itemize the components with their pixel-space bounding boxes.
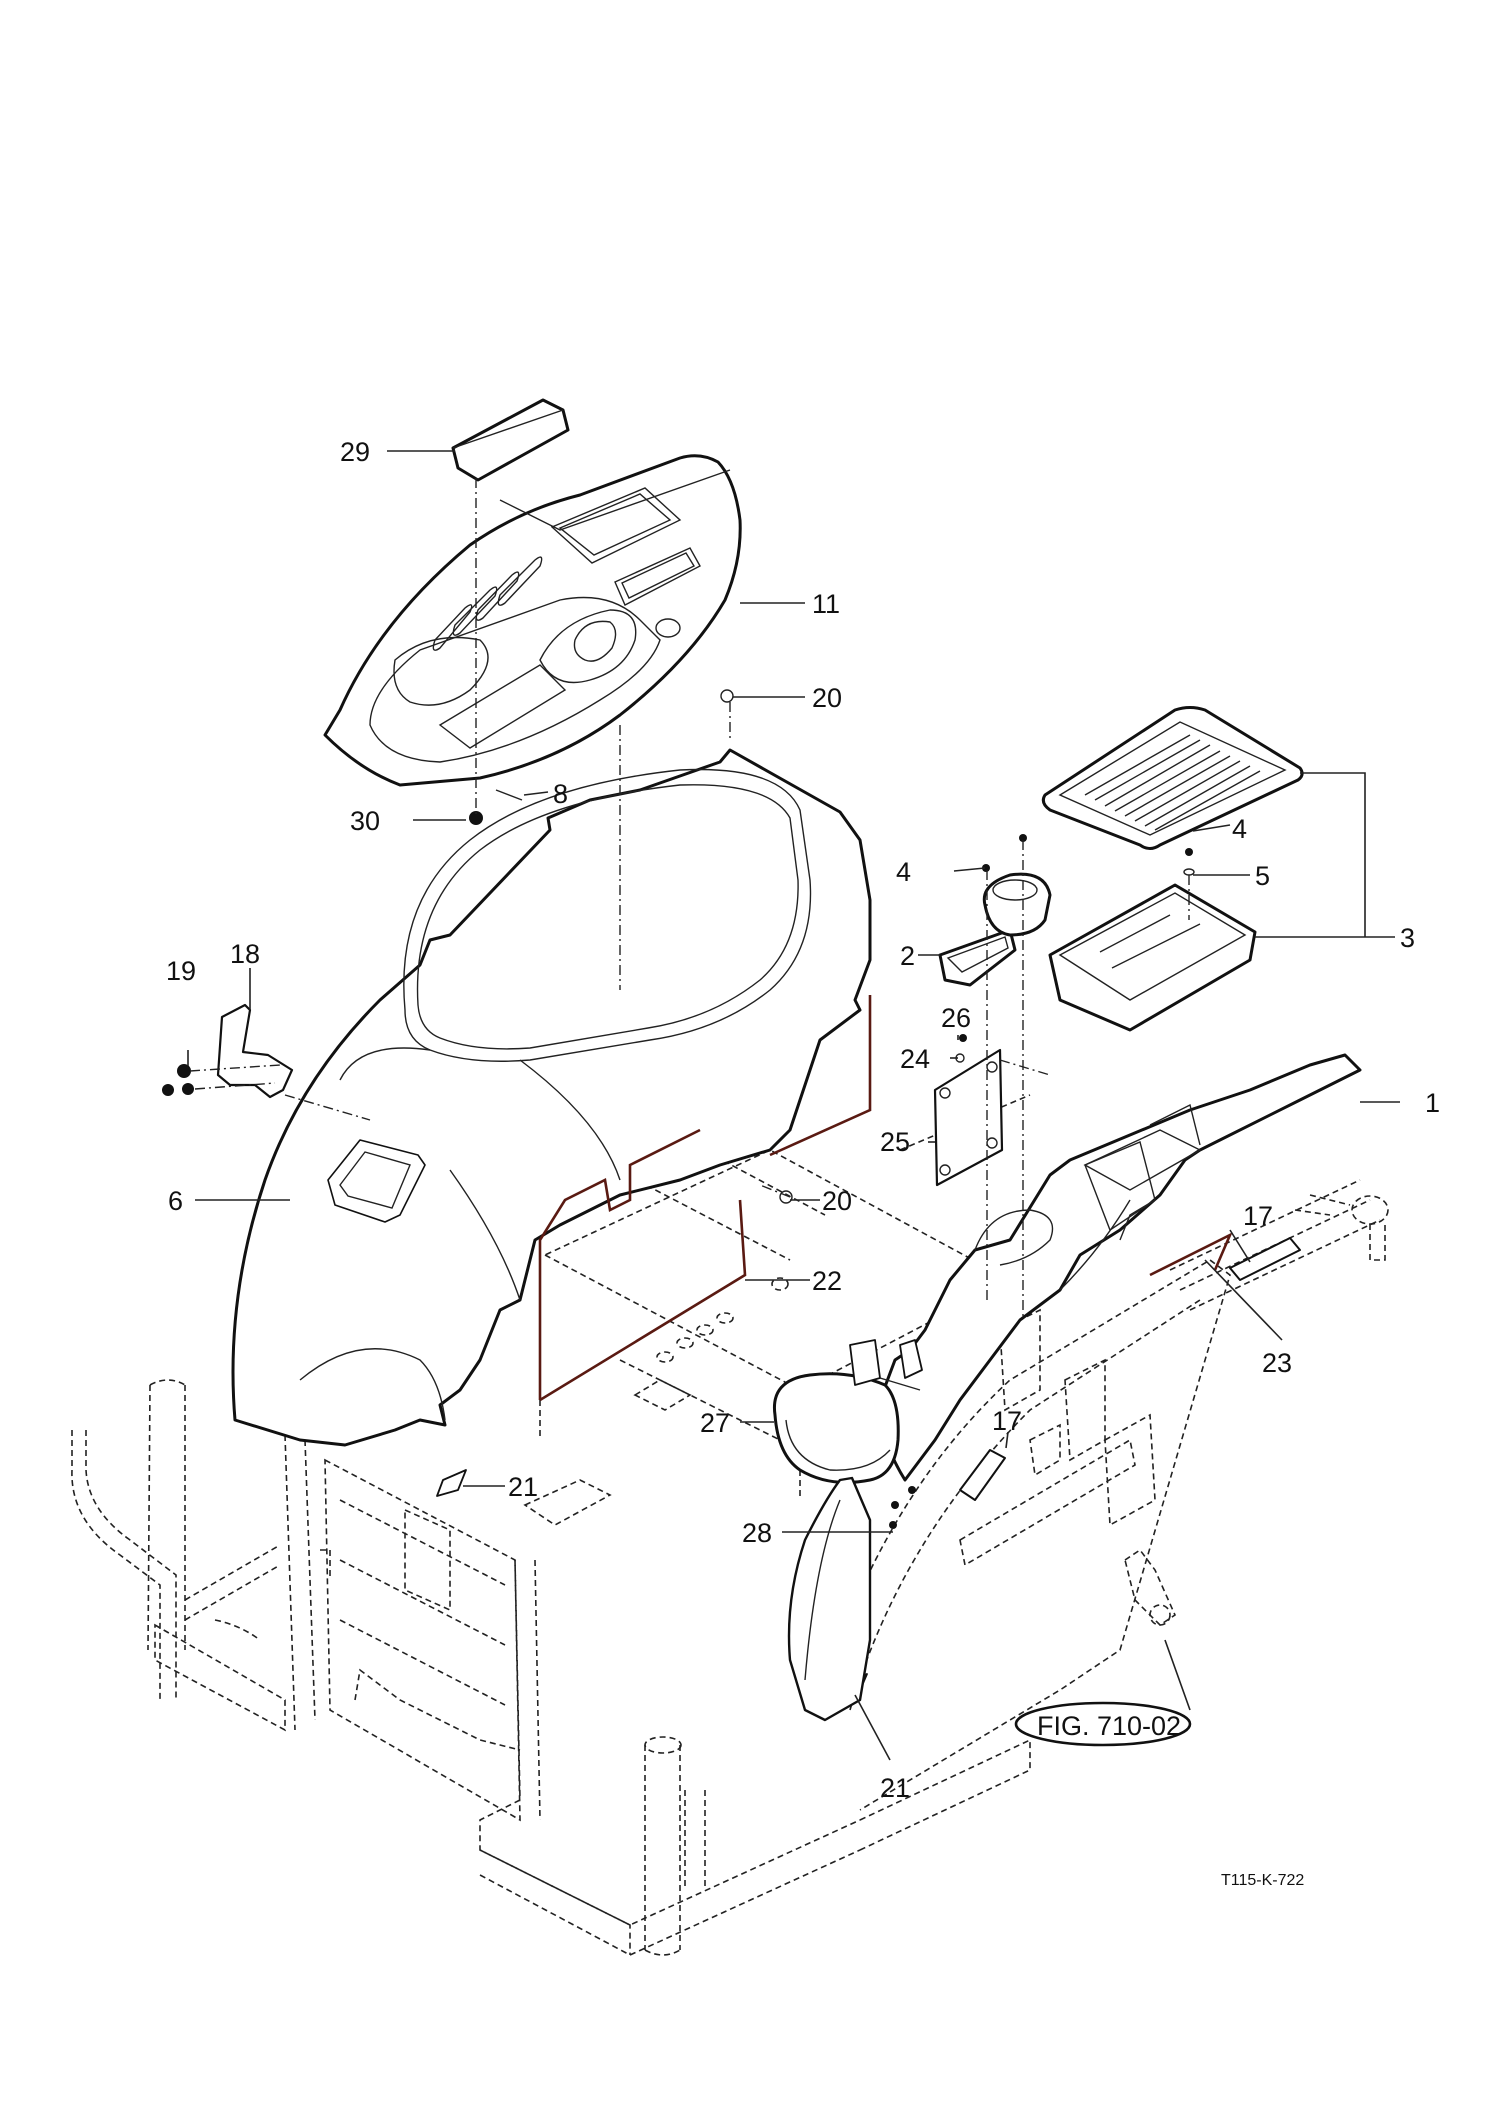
callout-23: 23 <box>1262 1348 1292 1378</box>
part-25-plate <box>933 1048 1004 1187</box>
hardware <box>469 689 1195 1529</box>
callout-22: 22 <box>812 1266 842 1296</box>
part-23-seal <box>1149 1232 1233 1277</box>
callout-4: 4 <box>896 857 911 887</box>
part-18-bracket <box>216 1003 294 1099</box>
part-11-instrument-panel <box>323 454 742 787</box>
callout-21: 21 <box>508 1472 538 1502</box>
callout-18: 18 <box>230 939 260 969</box>
callout-20: 20 <box>812 683 842 713</box>
drawing-number: T115-K-722 <box>1221 1872 1304 1889</box>
callout-19: 19 <box>166 956 196 986</box>
callout-11: 11 <box>812 589 840 619</box>
callout-29: 29 <box>340 437 370 467</box>
callout-labels: 29 11 20 8 30 4 4 5 3 2 19 18 26 24 1 25… <box>166 437 1440 1803</box>
part-6-dash-cover <box>231 748 872 1447</box>
rear-side-panel <box>787 1476 872 1722</box>
part-17-pads <box>959 1237 1301 1501</box>
part-19-nuts <box>162 1064 194 1096</box>
part-1-console-cover <box>878 1053 1362 1482</box>
callout-8: 8 <box>553 779 568 809</box>
leader-lines <box>187 450 1400 1761</box>
callout-3: 3 <box>1400 923 1415 953</box>
callout-28: 28 <box>742 1518 772 1548</box>
assembly-lines <box>189 478 1190 1320</box>
callout-17: 17 <box>1243 1201 1273 1231</box>
callout-20: 20 <box>822 1186 852 1216</box>
callout-27: 27 <box>700 1408 730 1438</box>
callout-2: 2 <box>900 941 915 971</box>
part-22-seal <box>538 995 872 1402</box>
callout-1: 1 <box>1425 1088 1440 1118</box>
part-3-storage-box <box>1041 706 1304 1032</box>
callout-4: 4 <box>1232 814 1247 844</box>
figure-reference: FIG. 710-02 <box>1014 1701 1192 1747</box>
callout-25: 25 <box>880 1127 910 1157</box>
callout-17: 17 <box>992 1406 1022 1436</box>
part-27-armrest <box>772 1339 923 1484</box>
callout-6: 6 <box>168 1186 183 1216</box>
part-29-pad <box>451 398 570 482</box>
callout-30: 30 <box>350 806 380 836</box>
chassis-frame-hidden <box>71 1094 1389 1956</box>
callout-5: 5 <box>1255 861 1270 891</box>
callout-24: 24 <box>900 1044 930 1074</box>
callout-26: 26 <box>941 1003 971 1033</box>
figure-reference-label: FIG. 710-02 <box>1037 1711 1181 1741</box>
part-2-cupholder <box>938 872 1052 987</box>
callout-21: 21 <box>880 1773 910 1803</box>
